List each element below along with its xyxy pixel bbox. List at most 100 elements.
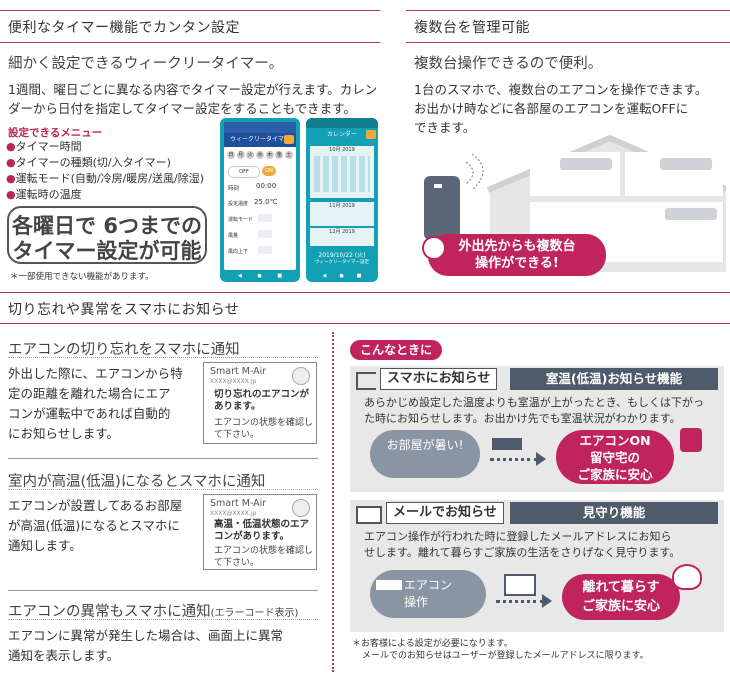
toggle-on[interactable]: ON <box>262 166 276 176</box>
recent-icon[interactable]: ■ <box>277 273 283 279</box>
ac-line: 操作 <box>404 595 429 609</box>
error-heading-small: (エラーコード表示) <box>210 608 299 619</box>
top-right-rule <box>406 42 730 43</box>
notify-icon <box>356 372 376 390</box>
calendar-grid[interactable] <box>314 156 370 192</box>
timer-body-line1: 1週間、曜日ごとに異なる内容でタイマー設定が行えます。カレン <box>8 82 378 97</box>
partial-note: ＊一部使用できない機能があります。 <box>10 272 154 282</box>
menu-item: ●タイマーの種類(切/入タイマー) <box>6 156 171 169</box>
notif-mail: XXXX@XXXX.jp <box>210 378 257 385</box>
home-icon[interactable]: ● <box>257 273 262 279</box>
fan-icon[interactable] <box>258 230 272 238</box>
avatar <box>292 499 310 517</box>
when-tag: こんなときに <box>350 340 442 360</box>
notif-bold: あります。 <box>214 401 261 412</box>
back-icon[interactable]: ◀ <box>237 273 242 279</box>
panel1-text1: あらかじめ設定した温度よりも室温が上がったとき、もしくは下がっ <box>364 396 705 409</box>
block1-divider <box>8 357 318 358</box>
aircon-icon <box>560 158 612 170</box>
body-line: 通知します。 <box>8 538 82 553</box>
block-separator <box>8 590 318 591</box>
row-label: 運転モード <box>228 217 254 223</box>
calendar-sub: ウィークリータイマー設定 <box>315 260 369 265</box>
notification-temp: Smart M-Air XXXX@XXXX.jp 高温・低温状態のエア コンがあ… <box>203 494 317 570</box>
back-icon[interactable]: ◀ <box>322 273 327 279</box>
multi-heading: 複数台操作できるので便利。 <box>414 56 603 72</box>
top-left-rule <box>0 42 380 43</box>
avatar <box>292 367 310 385</box>
body-line: エアコンが設置してあるお部屋 <box>8 498 183 513</box>
calendar-month: 10月 2019 <box>310 146 374 198</box>
wifi-wave-icon <box>471 153 484 191</box>
aircon-icon <box>492 438 522 450</box>
row-label: 風向上下 <box>228 249 249 255</box>
notif-app-name: Smart M-Air <box>210 498 267 509</box>
wifi-wave-icon <box>465 161 474 185</box>
mail-icon <box>356 506 382 524</box>
callout-line2: 操作ができる! <box>475 256 559 271</box>
flow-arrow <box>496 600 544 603</box>
menu-title: 設定できるメニュー <box>8 127 103 139</box>
recent-icon[interactable]: ■ <box>356 273 362 279</box>
heart-face-icon <box>672 564 702 590</box>
row-label: 設定温度 <box>228 201 249 207</box>
block-separator <box>8 458 318 459</box>
temp-value[interactable]: 25.0℃ <box>254 198 278 206</box>
day-chip[interactable]: 水 <box>255 151 264 159</box>
footnote2: メールでのお知らせはユーザーが登録したメールアドレスに限ります。 <box>362 651 649 661</box>
body-line: が高温(低温)になるとスマホに <box>8 518 180 533</box>
room-temp-panel: スマホにお知らせ 室温(低温)お知らせ機能 あらかじめ設定した温度よりも室温が上… <box>350 366 724 492</box>
error-body: エアコンに異常が発生した場合は、画面上に異常 通知を表示します。 <box>8 626 283 666</box>
day-chip[interactable]: 火 <box>246 151 255 159</box>
aircon-on-result: エアコンON 留守宅の ご家族に安心 <box>556 430 674 484</box>
notif-text: て下さい。 <box>214 430 260 440</box>
day-chip[interactable]: 日 <box>227 151 235 159</box>
mode-icon[interactable] <box>258 214 272 222</box>
block2-divider <box>8 489 318 490</box>
day-chip[interactable]: 月 <box>236 151 245 159</box>
phone-slot <box>434 184 442 188</box>
home-icon[interactable]: ● <box>339 273 344 279</box>
multi-body-line3: できます。 <box>414 120 476 135</box>
multi-body-line1: 1台のスマホで、複数台のエアコンを操作できます。 <box>414 82 708 97</box>
notif-bold: 切り忘れのエアコンが <box>214 389 310 400</box>
smartphone-icon <box>424 176 460 240</box>
month-label: 11月 2019 <box>329 203 355 209</box>
notif-text: エアコンの状態を確認し <box>214 546 314 556</box>
tap-hand-icon <box>680 428 702 452</box>
day-chip[interactable]: 木 <box>265 151 274 159</box>
row-label: 時刻 <box>228 186 240 192</box>
pink-line: ご家族に安心 <box>581 599 660 614</box>
body-line: にお知らせします。 <box>8 426 120 441</box>
temp-heading: 室内が高温(低温)になるとスマホに通知 <box>8 474 266 490</box>
temp-body: エアコンが設置してあるお部屋 が高温(低温)になるとスマホに 通知します。 <box>8 496 182 556</box>
section-title-notify: 切り忘れや異常をスマホにお知らせ <box>8 302 240 318</box>
smartphone-notify-label: スマホにお知らせ <box>380 368 498 390</box>
footnote1: ＊お客様による設定が必要になります。 <box>352 639 513 649</box>
section-title-multi: 複数台を管理可能 <box>414 20 530 36</box>
aircon-operation-bubble: エアコン 操作 <box>370 570 486 618</box>
ac-line: エアコン <box>404 578 453 592</box>
peace-of-mind-result: 離れて暮らす ご家族に安心 <box>562 574 680 620</box>
aircon-icon <box>376 580 402 590</box>
watch-title: 見守り機能 <box>510 502 718 524</box>
day-chip[interactable]: 金 <box>275 151 284 159</box>
error-heading: エアコンの異常もスマホに通知(エラーコード表示) <box>8 600 298 621</box>
column-divider <box>332 332 334 672</box>
top-left-rule-top <box>0 10 380 11</box>
toggle-off[interactable]: OFF <box>228 166 260 178</box>
day-chip[interactable]: 土 <box>284 151 293 159</box>
louver-icon[interactable] <box>258 246 272 254</box>
smile-face-icon <box>422 236 446 260</box>
room-temp-title: 室温(低温)お知らせ機能 <box>510 368 718 390</box>
pink-line: 留守宅の <box>589 450 640 465</box>
multi-callout: 外出先からも複数台 操作ができる! <box>428 234 606 276</box>
confirm-button[interactable] <box>284 135 294 144</box>
body-line: エアコンに異常が発生した場合は、画面上に異常 <box>8 628 284 643</box>
calendar-month: 12月 2019 <box>310 228 374 246</box>
bigbox-line2: タイマー設定が可能 <box>12 239 202 263</box>
time-value[interactable]: 00:00 <box>256 182 277 190</box>
notif-bold: コンがあります。 <box>214 531 290 542</box>
confirm-button[interactable] <box>366 130 376 139</box>
mail-notify-label: メールでお知らせ <box>386 502 504 524</box>
